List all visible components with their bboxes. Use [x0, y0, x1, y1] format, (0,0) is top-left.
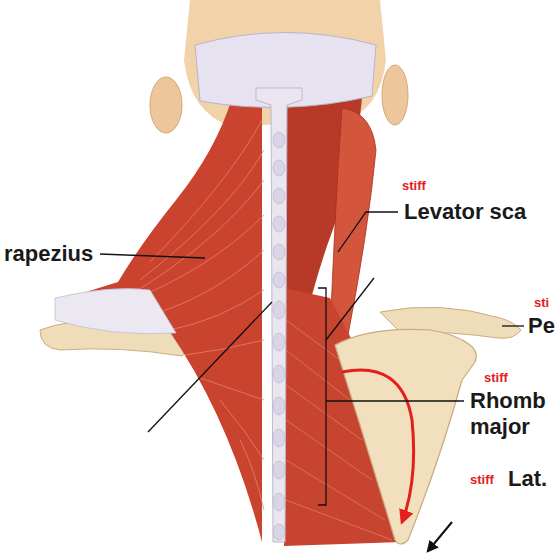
levator-scapulae-muscle [330, 108, 376, 335]
muscle-label: Pe [528, 313, 555, 339]
muscle-label: Levator sca [404, 199, 526, 225]
spinal-ligament [256, 88, 302, 542]
muscle-label: rapezius [4, 241, 93, 267]
stiffness-note: stiff [484, 370, 508, 385]
stiffness-note: sti [534, 295, 549, 310]
stiffness-note: stiff [470, 472, 494, 487]
stiffness-note: stiff [402, 178, 426, 193]
left-ear [150, 77, 182, 133]
vertebrae [273, 132, 285, 540]
muscle-label: Rhomb major [470, 388, 556, 440]
right-ear [382, 65, 408, 125]
trapezius-aponeurosis [55, 289, 176, 334]
pull-arrow [428, 522, 452, 551]
rotation-arrow [342, 370, 414, 522]
muscle-label: Lat. [508, 466, 547, 492]
leader-lines [100, 212, 524, 505]
scapula [335, 329, 476, 544]
